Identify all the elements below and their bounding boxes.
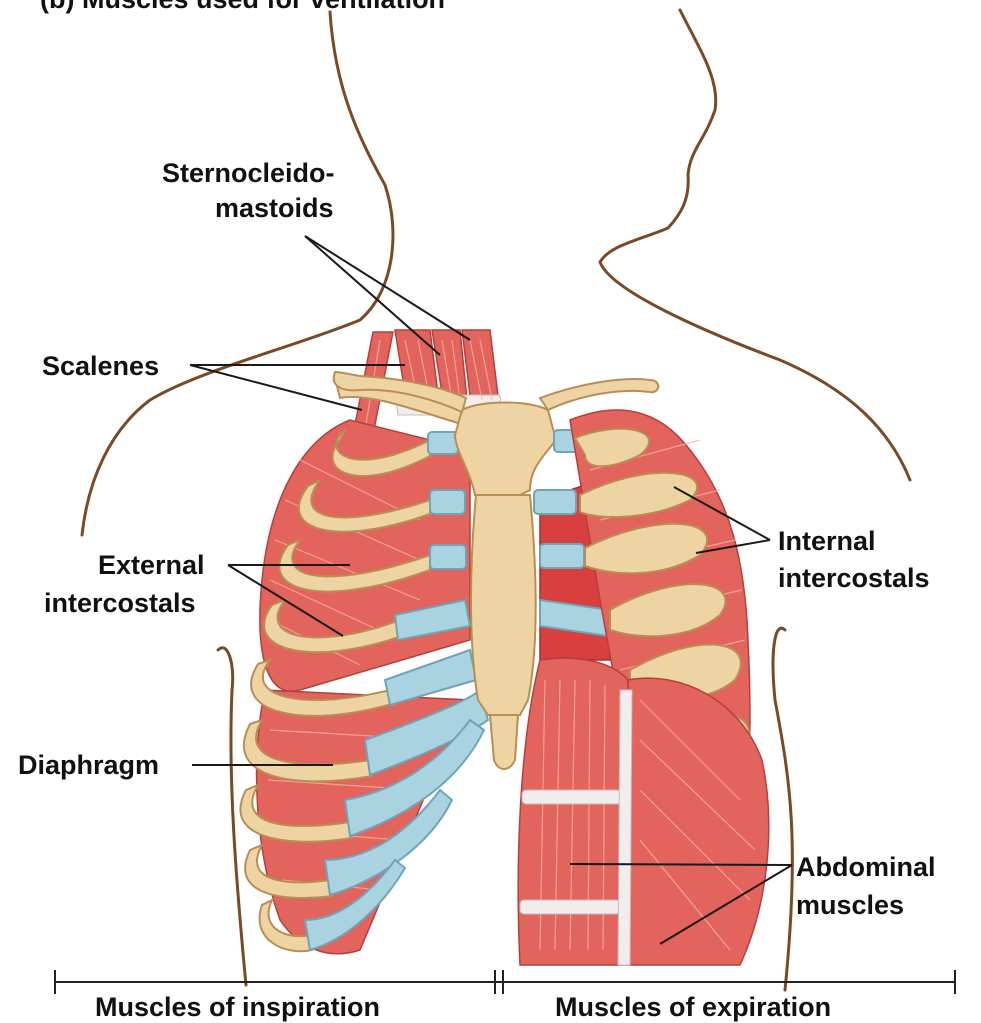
label-sternocleidomastoids-1: Sternocleido- — [162, 158, 335, 188]
label-external-intercostals-1: External — [98, 550, 205, 580]
label-internal-intercostals-2: intercostals — [778, 563, 930, 593]
label-sternocleidomastoids-2: mastoids — [215, 193, 334, 223]
label-external-intercostals-2: intercostals — [44, 588, 196, 618]
label-muscles-of-expiration: Muscles of expiration — [555, 992, 831, 1022]
label-scalenes: Scalenes — [42, 351, 159, 381]
leader-scm-2 — [305, 236, 470, 340]
leader-abd-1 — [570, 864, 792, 865]
label-internal-intercostals-1: Internal — [778, 526, 876, 556]
figure-title: (b) Muscles used for ventilation — [40, 0, 445, 14]
label-diaphragm: Diaphragm — [18, 750, 159, 780]
label-abdominal-muscles-1: Abdominal — [796, 852, 936, 882]
grouping-bracket — [55, 970, 955, 994]
label-muscles-of-inspiration: Muscles of inspiration — [95, 992, 380, 1022]
label-abdominal-muscles-2: muscles — [796, 890, 904, 920]
